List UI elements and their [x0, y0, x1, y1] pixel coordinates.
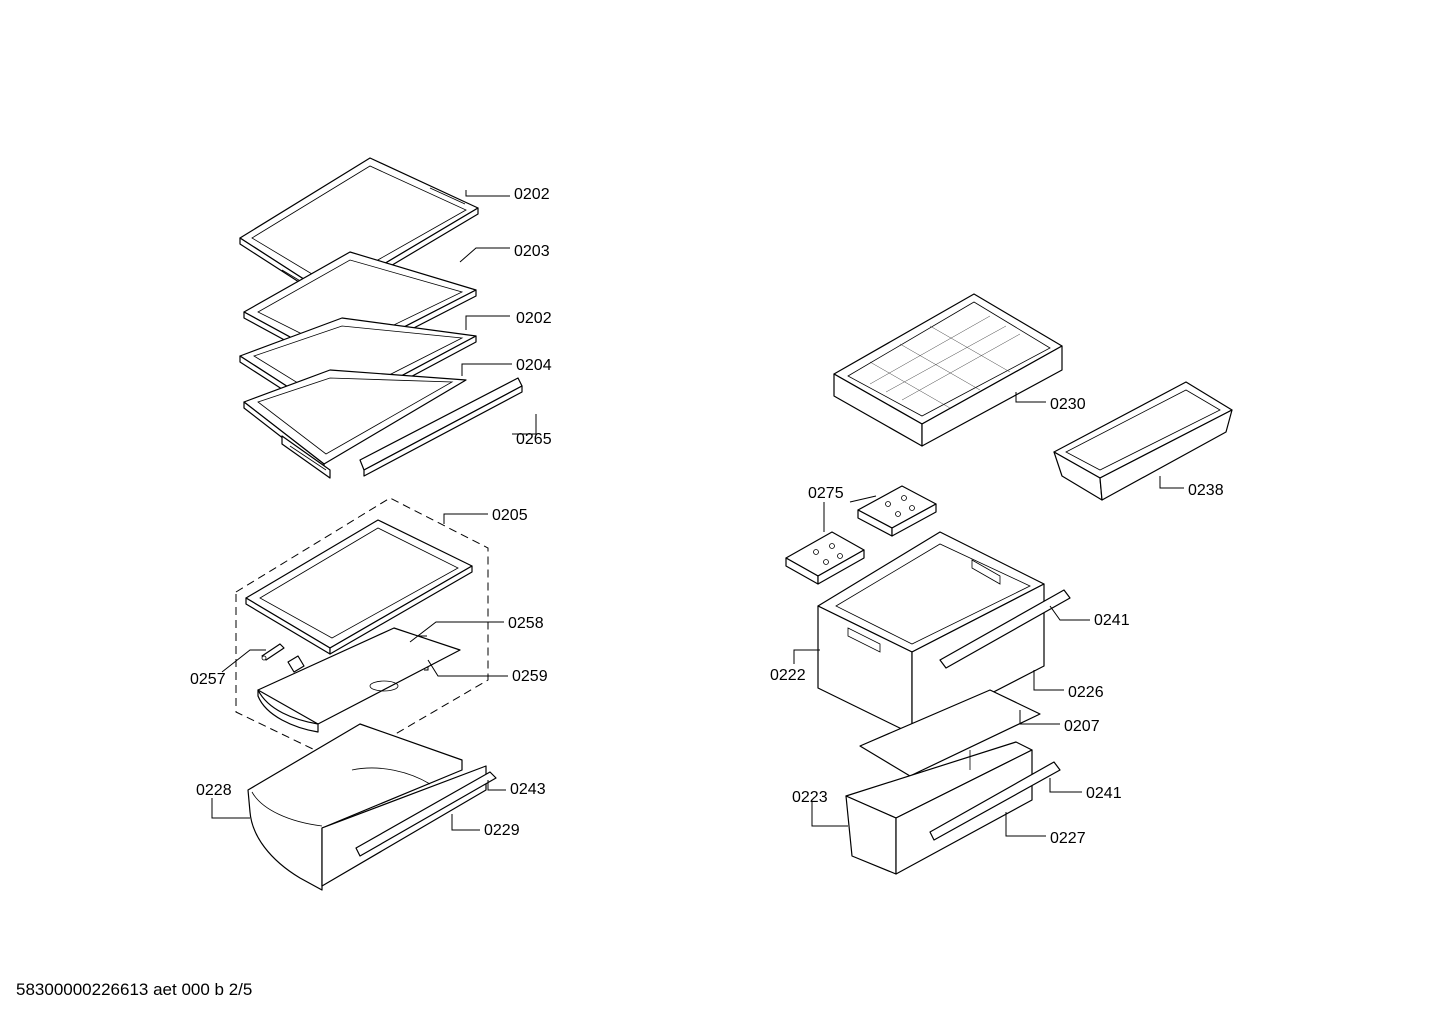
ice-packs-0275 [785, 485, 937, 585]
assembly-outline-0205 [235, 497, 489, 765]
callout-0238: 0238 [1188, 482, 1224, 499]
shelf-0205 [245, 519, 473, 655]
callout-0230: 0230 [1050, 396, 1086, 413]
callout-0207: 0207 [1064, 718, 1100, 735]
callout-0228: 0228 [196, 782, 232, 799]
leader-lines [211, 190, 1184, 837]
callout-0265: 0265 [516, 431, 552, 448]
callout-labels: 0202 0203 0202 0204 0265 0205 0258 0257 … [190, 186, 1224, 847]
callout-0204: 0204 [516, 357, 552, 374]
callout-0203: 0203 [514, 243, 550, 260]
divider-plate-0207 [859, 689, 1041, 777]
lid-0259 [257, 627, 461, 733]
callout-0275: 0275 [808, 485, 844, 502]
shelf-frame-0204 [243, 369, 467, 479]
callout-0223: 0223 [792, 789, 828, 806]
callout-0205: 0205 [492, 507, 528, 524]
callout-0241-lower: 0241 [1086, 785, 1122, 802]
callout-0229: 0229 [484, 822, 520, 839]
callout-0227: 0227 [1050, 830, 1086, 847]
callout-0259: 0259 [512, 668, 548, 685]
callout-0241-upper: 0241 [1094, 612, 1130, 629]
tray-0230 [833, 293, 1063, 447]
crisper-drawer-0228 [247, 723, 497, 891]
callout-0243: 0243 [510, 781, 546, 798]
callout-0258: 0258 [508, 615, 544, 632]
hinge-pins-0257 [261, 643, 305, 673]
butter-tray-0238 [1053, 381, 1233, 501]
callout-0202-top: 0202 [514, 186, 550, 203]
callout-0202-middle: 0202 [516, 310, 552, 327]
callout-0222: 0222 [770, 667, 806, 684]
callout-0226: 0226 [1068, 684, 1104, 701]
trim-strip-0265 [359, 377, 523, 477]
freezer-drawer-0223 [845, 741, 1061, 875]
callout-0257: 0257 [190, 671, 226, 688]
document-id: 58300000226613 aet 000 b 2/5 [16, 980, 253, 999]
